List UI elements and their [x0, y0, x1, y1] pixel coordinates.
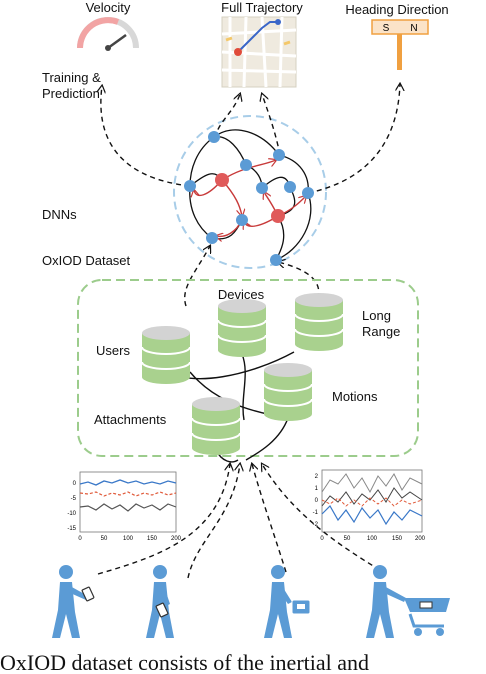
left-ytick: 0	[73, 481, 77, 487]
figure-caption: OxIOD dataset consists of the inertial a…	[0, 650, 370, 674]
right-xtick: 200	[415, 536, 426, 542]
motions-database-icon	[263, 362, 313, 422]
dnn-node	[240, 159, 252, 171]
input-arrows	[97, 464, 381, 579]
person-pushing-trolley-icon	[366, 565, 450, 638]
full-trajectory-label: Full Trajectory	[221, 0, 303, 15]
devices-database-icon	[217, 298, 267, 358]
right-xtick: 150	[392, 536, 403, 542]
dnn-node	[273, 149, 285, 161]
dnn-nodes	[184, 131, 314, 266]
people-icons	[52, 565, 450, 638]
heading-sign-icon: S N	[371, 19, 429, 70]
imu-plot-left: 0 -5 -10 -15 0 50 100 150 200	[67, 471, 182, 542]
devices-label: Devices	[217, 287, 265, 302]
dnn-node	[184, 180, 196, 192]
dnn-node	[256, 182, 268, 194]
dnn-node	[284, 181, 296, 193]
range-label: Range	[362, 324, 401, 339]
dnns-label: DNNs	[42, 207, 77, 222]
training-label: Training &	[42, 70, 101, 85]
right-xtick: 0	[320, 536, 324, 542]
attachments-database-icon	[191, 396, 241, 456]
left-xtick: 50	[101, 536, 108, 542]
dnn-node	[270, 254, 282, 266]
dataset-box	[77, 279, 419, 457]
attachments-label: Attachments	[94, 412, 167, 427]
long-range-database-icon	[294, 292, 344, 352]
walking-person-phone-in-bag-icon	[264, 565, 311, 638]
dnn-node-red	[271, 209, 285, 223]
long-label: Long	[362, 308, 391, 323]
heading-direction-label: Heading Direction	[345, 2, 449, 17]
right-ytick: 0	[315, 498, 319, 504]
velocity-label: Velocity	[85, 0, 131, 15]
imu-plot-right: 2 1 0 -1 -2 0 50 100 150 200	[313, 469, 426, 542]
dataset-label: OxIOD Dataset	[42, 253, 131, 268]
prediction-label: Prediction	[42, 86, 100, 101]
output-arrows	[101, 84, 400, 307]
dnn-node	[302, 187, 314, 199]
walking-person-phone-in-pocket-icon	[146, 565, 174, 638]
left-ytick: -15	[67, 526, 76, 532]
dnn-recurrent-edges	[194, 160, 306, 236]
right-xtick: 100	[367, 536, 378, 542]
right-ytick: -1	[313, 510, 319, 516]
right-ytick: 1	[315, 486, 319, 492]
right-ytick: -2	[313, 522, 319, 528]
right-xtick: 50	[344, 536, 351, 542]
left-xtick: 100	[123, 536, 134, 542]
users-database-icon	[141, 325, 191, 385]
dnn-node-red	[215, 173, 229, 187]
dnn-node	[208, 131, 220, 143]
dnn-boundary	[173, 115, 327, 269]
sign-south-text: S	[383, 23, 390, 34]
dnn-node	[236, 214, 248, 226]
left-xtick: 150	[147, 536, 158, 542]
left-ytick: -5	[71, 496, 77, 502]
motions-label: Motions	[332, 389, 378, 404]
left-xtick: 0	[78, 536, 82, 542]
right-ytick: 2	[315, 474, 319, 480]
users-label: Users	[96, 343, 130, 358]
velocity-gauge-icon	[77, 17, 139, 51]
sign-north-text: N	[410, 23, 417, 34]
trajectory-map-icon	[221, 16, 297, 88]
dnn-node	[206, 232, 218, 244]
left-xtick: 200	[171, 536, 182, 542]
walking-person-phone-in-hand-icon	[52, 565, 95, 638]
left-ytick: -10	[67, 511, 76, 517]
